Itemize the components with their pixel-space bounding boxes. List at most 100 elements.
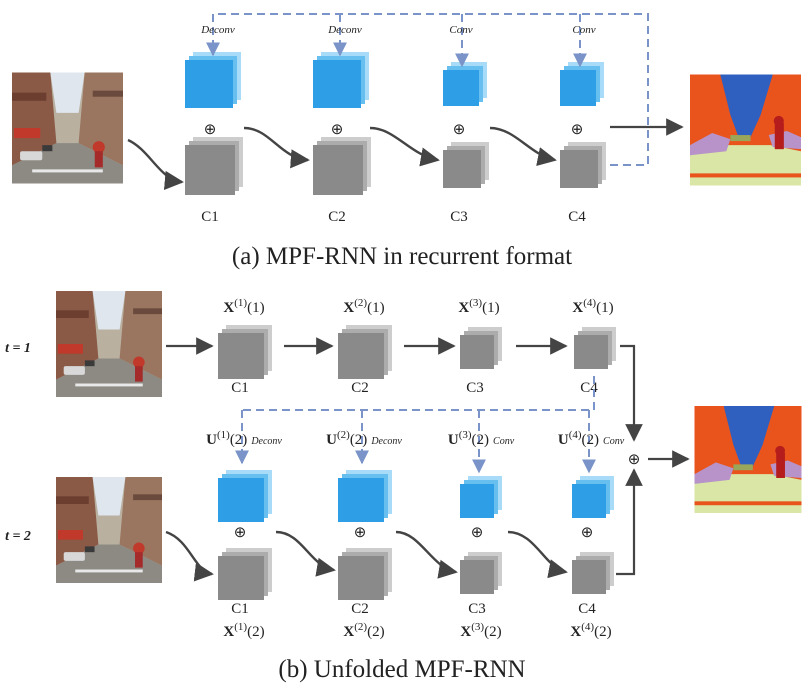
merge-arrow-t1 [620, 344, 643, 442]
feature-label-x-t2-3: X(3)(2) [460, 621, 501, 640]
recurrent-feature-block-top-3 [443, 62, 487, 106]
caption-b: (b) Unfolded MPF-RNN [278, 656, 525, 683]
recurrent-feature-block-t2-1 [218, 470, 272, 522]
feature-label-x-t1-1: X(1)(1) [223, 297, 264, 316]
conv-feature-block-top-4 [560, 142, 606, 188]
plus-sign-top-4: ⊕ [571, 122, 584, 138]
operation-label-top-1: Deconv [200, 24, 235, 36]
flow-arrow-t2-0 [165, 530, 214, 582]
stage-label-t2-4: C4 [578, 601, 596, 617]
conv-feature-block-t2-3 [460, 552, 502, 594]
stage-label-t1-1: C1 [231, 380, 249, 396]
plus-sign-top-3: ⊕ [453, 122, 466, 138]
stage-label-t1-2: C2 [351, 380, 369, 396]
stage-label-t2-3: C3 [468, 601, 486, 617]
conv-feature-block-t1-1-layer [218, 333, 264, 379]
plus-sign-t2-2: ⊕ [354, 525, 367, 541]
flow-arrow-t2-2 [395, 530, 458, 579]
flow-arrow-top-2 [369, 126, 440, 167]
conv-feature-block-t1-2 [338, 325, 392, 379]
conv-feature-block-t1-4 [574, 327, 616, 369]
stage-label-t1-3: C3 [466, 380, 484, 396]
recurrent-feature-block-top-4-layer [560, 70, 596, 106]
stage-label-t2-2: C2 [351, 601, 369, 617]
feature-label-x-t1-3: X(3)(1) [458, 297, 499, 316]
flow-arrow-top-3 [489, 126, 557, 167]
operation-label-top-3: Conv [449, 24, 472, 36]
conv-feature-block-top-1-layer [185, 145, 235, 195]
conv-feature-block-top-3-layer [443, 150, 481, 188]
recurrent-feature-block-t2-4 [572, 476, 614, 518]
flow-arrow-t2-1 [275, 530, 336, 577]
input-photo-t2 [56, 477, 162, 583]
stage-label-top-4: C4 [568, 209, 586, 225]
conv-feature-block-t1-2-layer [338, 333, 384, 379]
feature-label-x-t2-4: X(4)(2) [570, 621, 611, 640]
conv-feature-block-t1-3-layer [460, 335, 494, 369]
operation-label-top-4: Conv [572, 24, 595, 36]
flow-arrow-top-1 [243, 126, 310, 169]
stage-label-top-1: C1 [201, 209, 219, 225]
segmentation-output-top [690, 74, 801, 186]
plus-sign-t2-1: ⊕ [234, 525, 247, 541]
conv-feature-block-t2-2 [338, 548, 392, 600]
plus-sign-top-2: ⊕ [331, 122, 344, 138]
feedback-loop-top [213, 13, 649, 166]
conv-feature-block-top-2-layer [313, 145, 363, 195]
recurrent-feature-block-t2-3 [460, 476, 502, 518]
conv-feature-block-t2-4-layer [572, 560, 606, 594]
merge-arrow-t2 [616, 468, 643, 576]
conv-feature-block-t2-1 [218, 548, 272, 600]
feedback-loop-bottom [242, 376, 595, 411]
conv-feature-block-top-1 [185, 137, 243, 195]
caption-a: (a) MPF-RNN in recurrent format [232, 243, 572, 270]
conv-feature-block-t2-1-layer [218, 556, 264, 600]
recurrent-feature-block-top-2-layer [313, 60, 361, 108]
time-step-label-1: t = 1 [5, 341, 31, 356]
recurrent-feature-block-top-1 [185, 52, 241, 108]
stage-label-t1-4: C4 [580, 380, 598, 396]
flow-arrow-top-0 [127, 138, 184, 190]
recurrent-feature-block-t2-3-layer [460, 484, 494, 518]
stage-label-top-3: C3 [450, 209, 468, 225]
segmentation-output-bottom [694, 406, 802, 513]
flow-arrow-t2-3 [507, 530, 568, 579]
recurrent-feature-block-top-2 [313, 52, 369, 108]
recurrent-feature-block-top-3-layer [443, 70, 479, 106]
recurrent-feature-block-t2-2-layer [338, 478, 384, 522]
conv-feature-block-top-4-layer [560, 150, 598, 188]
plus-sign-top-1: ⊕ [204, 122, 217, 138]
feature-label-x-t2-1: X(1)(2) [223, 621, 264, 640]
recurrent-feature-block-top-1-layer [185, 60, 233, 108]
plus-sign-t2-4: ⊕ [581, 525, 594, 541]
time-step-label-2: t = 2 [5, 529, 31, 544]
conv-feature-block-t1-4-layer [574, 335, 608, 369]
u-label-2: U(2)(2)Deconv [326, 429, 402, 448]
conv-feature-block-top-3 [443, 142, 489, 188]
conv-feature-block-t2-2-layer [338, 556, 384, 600]
conv-feature-block-t2-4 [572, 552, 614, 594]
u-label-1: U(1)(2)Deconv [206, 429, 282, 448]
conv-feature-block-t1-1 [218, 325, 272, 379]
recurrent-feature-block-top-4 [560, 62, 604, 106]
feature-label-x-t1-4: X(4)(1) [572, 297, 613, 316]
plus-sign-merge: ⊕ [628, 452, 641, 468]
plus-sign-t2-3: ⊕ [471, 525, 484, 541]
stage-label-top-2: C2 [328, 209, 346, 225]
conv-feature-block-t2-3-layer [460, 560, 494, 594]
u-label-3: U(3)(2)Conv [448, 429, 515, 448]
input-photo-t1 [56, 291, 162, 397]
operation-label-top-2: Deconv [327, 24, 362, 36]
feature-label-x-t1-2: X(2)(1) [343, 297, 384, 316]
input-photo-top [12, 72, 123, 184]
conv-feature-block-top-2 [313, 137, 371, 195]
u-label-4: U(4)(2)Conv [558, 429, 625, 448]
recurrent-feature-block-t2-1-layer [218, 478, 264, 522]
feature-label-x-t2-2: X(2)(2) [343, 621, 384, 640]
conv-feature-block-t1-3 [460, 327, 502, 369]
stage-label-t2-1: C1 [231, 601, 249, 617]
recurrent-feature-block-t2-4-layer [572, 484, 606, 518]
recurrent-feature-block-t2-2 [338, 470, 392, 522]
